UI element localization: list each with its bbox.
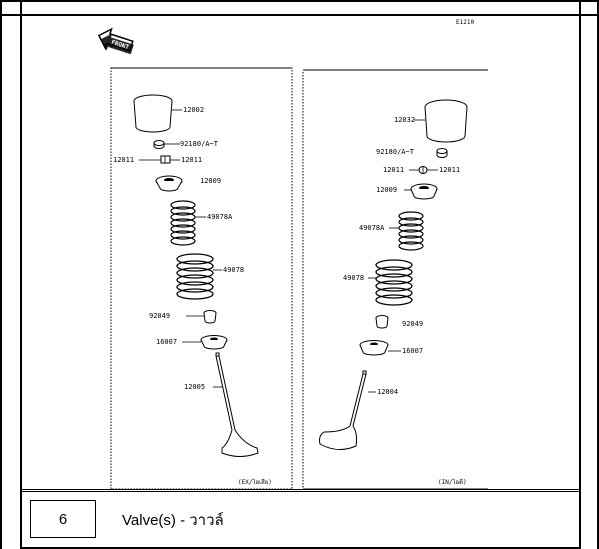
exhaust-outer-spring (176, 253, 214, 300)
exhaust-retainer-label: 12009 (200, 177, 221, 185)
intake-keeper-left-label: 12011 (383, 166, 404, 174)
exhaust-seal-label: 92049 (149, 312, 170, 320)
intake-tappet-label: 12032 (394, 116, 415, 124)
frame-line-mid2 (20, 491, 581, 492)
frame-line-right (579, 0, 581, 549)
drawing-code: E1210 (456, 19, 474, 26)
exhaust-seat-label: 16007 (156, 338, 177, 346)
intake-seal-label: 92049 (402, 320, 423, 328)
exhaust-seal (203, 310, 217, 324)
intake-valve-label: 12004 (377, 388, 398, 396)
intake-outer-spring (375, 259, 413, 306)
exhaust-inner-spring (170, 200, 196, 246)
intake-seat (359, 340, 389, 356)
intake-keepers (418, 166, 428, 174)
exhaust-caption: (EX/ไอเสีย) (238, 478, 272, 486)
exhaust-valve (215, 352, 259, 457)
exhaust-panel: 12002 92180/A~T 12011 12011 12009 (110, 67, 293, 490)
intake-seat-label: 16007 (402, 347, 423, 355)
exhaust-tappet (133, 94, 173, 133)
exhaust-panel-border (110, 67, 293, 490)
intake-inner-spring (398, 211, 424, 251)
frame-line-left (20, 0, 22, 549)
intake-keeper-right-label: 12011 (439, 166, 460, 174)
exhaust-valve-label: 12005 (184, 383, 205, 391)
exhaust-inner-spring-label: 49078A (207, 213, 233, 221)
intake-outer-spring-label: 49078 (343, 274, 364, 282)
section-number-box: 6 (30, 500, 96, 538)
intake-shim (436, 148, 448, 158)
exhaust-shim-label: 92180/A~T (180, 140, 219, 148)
frame-line-mid (20, 489, 581, 490)
frame-line-bottom (20, 547, 581, 549)
intake-retainer (410, 183, 438, 200)
intake-tappet (424, 99, 468, 143)
section-title: Valve(s) - วาวล์ (122, 512, 224, 529)
exhaust-seat (200, 335, 228, 350)
intake-seal (375, 315, 389, 329)
exhaust-shim (153, 140, 165, 149)
intake-panel: 12032 92180/A~T 12011 12011 12009 (302, 69, 488, 490)
exhaust-keeper-right-label: 12011 (181, 156, 202, 164)
frame-line-top (0, 14, 599, 16)
exhaust-keepers (160, 155, 171, 164)
intake-inner-spring-label: 49078A (359, 224, 385, 232)
intake-shim-label: 92180/A~T (376, 148, 415, 156)
intake-retainer-label: 12009 (376, 186, 397, 194)
intake-valve (319, 370, 367, 450)
exhaust-outer-spring-label: 49078 (223, 266, 244, 274)
exhaust-tappet-label: 12002 (183, 106, 204, 114)
section-number: 6 (58, 510, 68, 528)
front-arrow-icon: FRONT (97, 27, 134, 55)
exhaust-keeper-left-label: 12011 (113, 156, 134, 164)
intake-caption: (IN/ไอดี) (438, 478, 467, 486)
exhaust-retainer (155, 175, 183, 192)
